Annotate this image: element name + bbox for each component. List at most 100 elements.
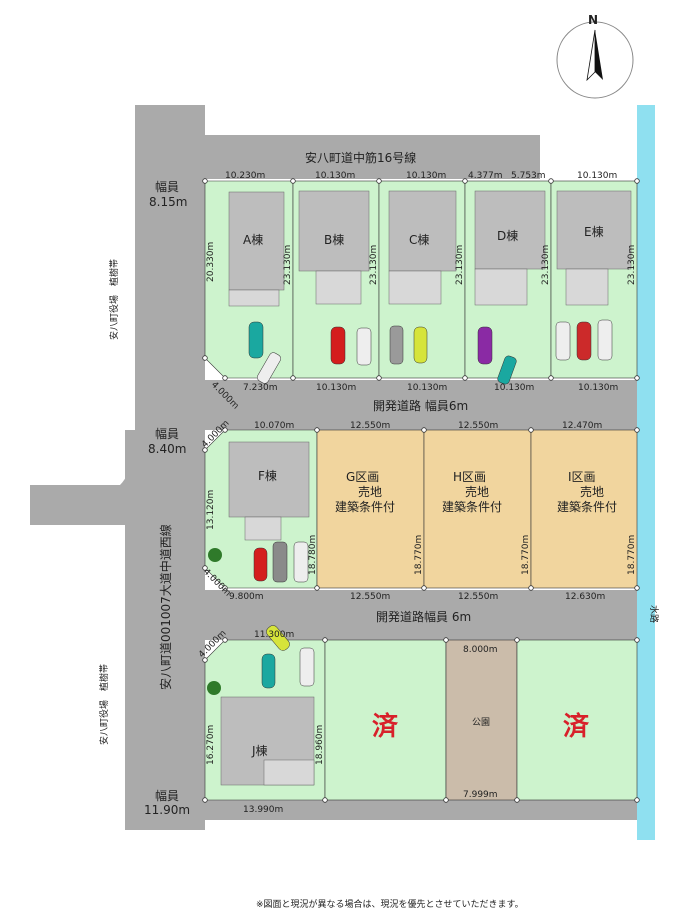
lot-i-label: 建築条件付 [557,499,617,514]
dimension-label: 12.550m [458,421,498,431]
dimension-label: 10.070m [254,421,294,431]
corner-marker [314,427,320,433]
car-icon [497,355,517,385]
corner-marker [634,637,640,643]
dimension-label: 10.130m [577,171,617,181]
lot-h-label: 建築条件付 [442,499,502,514]
width-label: 幅員 [155,426,179,441]
corner-marker [514,797,520,803]
road-top-label: 安八町道中筋16号線 [305,150,416,165]
house-c-deck [388,270,442,305]
corner-marker [376,178,382,184]
lot-d-label: D棟 [497,228,518,243]
corner-marker [634,375,640,381]
road-west-bend [30,430,205,585]
dimension-label: 18.960m [315,725,325,765]
width-value: 11.90m [144,803,190,817]
disclaimer: ※図面と現況が異なる場合は、現況を優先とさせていただきます。 [256,898,524,910]
corner-marker [222,637,228,643]
park-label: 公園 [472,717,490,728]
dimension-label: 23.130m [541,245,551,285]
house-e [556,190,632,270]
house-d [474,190,546,270]
road-south [125,800,637,820]
corner-markers [202,178,640,803]
road-west-upper [135,105,205,485]
car-icon [272,541,288,583]
north-label: N [588,13,598,27]
lot-sold-1 [324,639,447,801]
corner-marker [322,797,328,803]
corner-marker [222,427,228,433]
sold-mark: 済 [372,711,399,742]
dimension-label: 13.120m [206,490,216,530]
corner-marker [202,797,208,803]
width-value: 8.40m [148,442,186,456]
dimension-label: 12.470m [562,421,602,431]
lot-g-label: G区画 [346,470,379,484]
corner-marker [462,375,468,381]
trees [207,548,222,695]
corner-marker [202,178,208,184]
corner-marker [202,565,208,571]
lot-j-label: J棟 [251,743,268,758]
dimension-label: 18.770m [414,535,424,575]
corner-marker [202,447,208,453]
lot-e-label: E棟 [584,224,604,239]
road-west-label: 安八町道001007大道中道西線 [158,524,173,690]
car-icon [257,352,281,384]
house-e-deck [565,268,609,306]
corner-marker [634,178,640,184]
dimension-label: 7.999m [463,790,498,800]
lot-g-label: 売地 [358,484,382,499]
house-d-deck [474,268,528,306]
width-label: 幅員 [155,179,179,194]
dimension-label: 4.377m [468,171,503,181]
green-belt-label: 安八町役場 植樹帯 [108,259,120,340]
dimension-label: 20.330m [206,242,216,282]
lot-a-label: A棟 [243,232,263,247]
car-icon [413,326,428,364]
house-f [228,441,310,518]
water-label: 水路 [648,605,660,623]
car-icon [299,647,315,687]
dimension-label: 18.780m [308,535,318,575]
car-icon [597,319,613,361]
lot-sold-2 [516,639,638,801]
corner-marker [222,375,228,381]
car-icon [576,321,592,361]
dimension-label: 16.270m [206,725,216,765]
tree-icon [208,548,222,562]
house-b [298,190,370,272]
dimension-label: 23.130m [369,245,379,285]
corner-marker [634,797,640,803]
lot-c-label: C棟 [409,232,429,247]
lot-i-label: 売地 [580,484,604,499]
dimension-label: 12.550m [350,592,390,602]
road-dev-2-label: 開発道路幅員 6m [376,609,471,624]
dimension-label: 8.000m [463,645,498,655]
lot-f-label: F棟 [258,468,277,483]
dimension-label: 18.770m [627,535,637,575]
corner-marker [202,355,208,361]
corner-marker [462,178,468,184]
car-icon [330,326,346,365]
dimension-label: 23.130m [455,245,465,285]
houses [220,190,632,786]
corner-marker [290,375,296,381]
lot-g [316,429,425,589]
corner-marker [443,797,449,803]
house-a-deck [228,289,280,307]
car-icon [248,321,264,359]
dimension-label: 9.800m [229,592,264,602]
corner-marker [314,585,320,591]
corner-marker [202,657,208,663]
corner-marker [443,637,449,643]
lot-h-label: H区画 [453,470,486,484]
dimension-label: 10.130m [316,383,356,393]
dimension-label: 10.130m [406,171,446,181]
width-value: 8.15m [149,195,187,209]
car-icon [477,326,493,365]
lot-h-label: 売地 [465,484,489,499]
